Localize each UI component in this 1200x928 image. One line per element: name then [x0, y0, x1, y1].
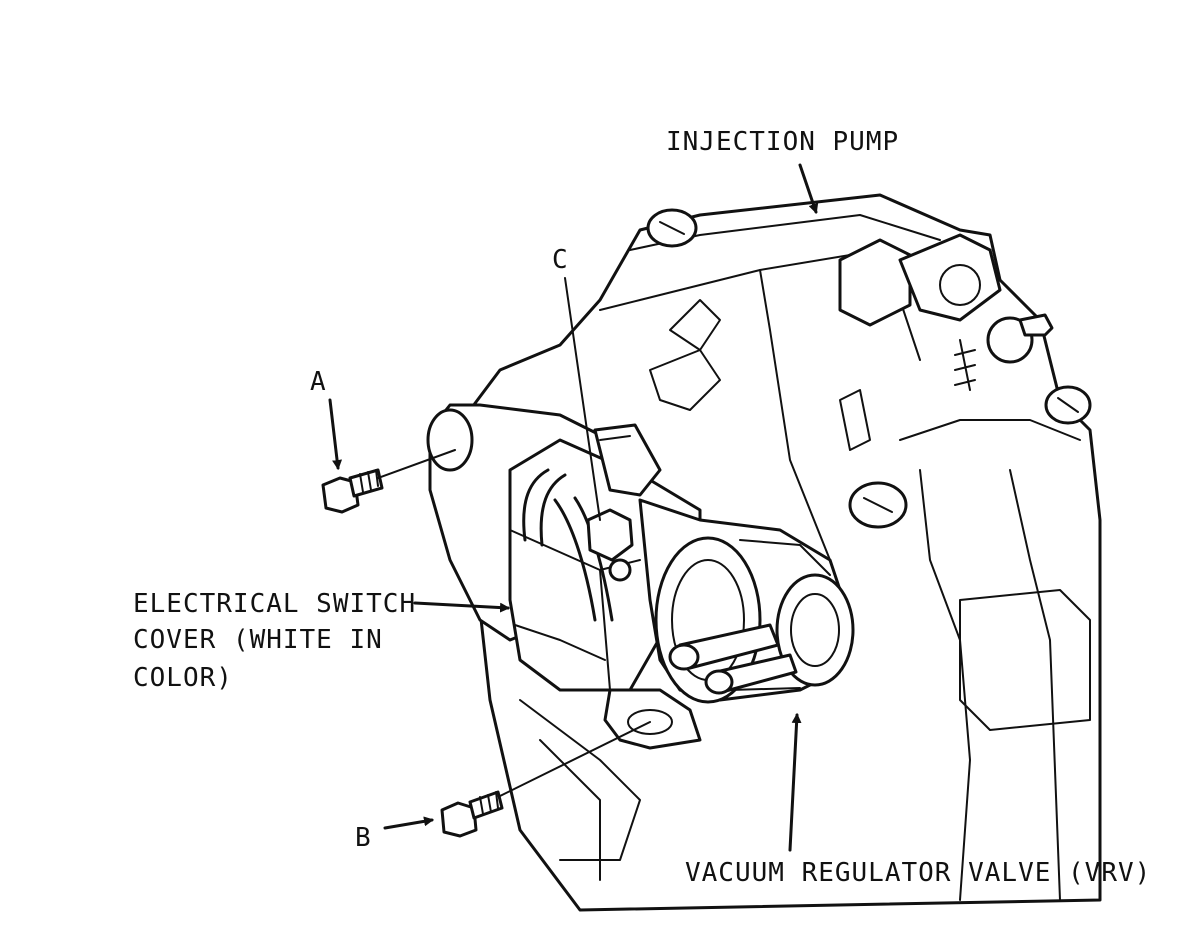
label-b: B [355, 823, 372, 853]
arrow-switch-cover [413, 601, 510, 613]
label-switch-cover-line1: ELECTRICAL SWITCH [133, 589, 416, 619]
bolt-b [440, 790, 504, 838]
arrow-a [328, 398, 343, 470]
label-switch-cover-line3: COLOR) [133, 663, 233, 693]
arrow-b [383, 816, 434, 830]
line-b-to-bracket [499, 721, 651, 797]
arrow-vrv [788, 713, 802, 852]
line-c [564, 277, 601, 521]
line-a-to-bracket [377, 449, 456, 479]
nut-c [586, 508, 634, 582]
leader-lines [328, 163, 819, 852]
label-injection-pump: INJECTION PUMP [666, 127, 899, 157]
vacuum-regulator-valve [638, 498, 855, 704]
label-c: C [552, 245, 569, 275]
label-a: A [310, 367, 327, 397]
label-vrv: VACUUM REGULATOR VALVE (VRV) [685, 858, 1151, 888]
label-switch-cover-line2: COVER (WHITE IN [133, 625, 383, 655]
bolt-a [321, 468, 384, 514]
arrow-injection-pump [798, 163, 819, 214]
electrical-connector [593, 423, 662, 497]
